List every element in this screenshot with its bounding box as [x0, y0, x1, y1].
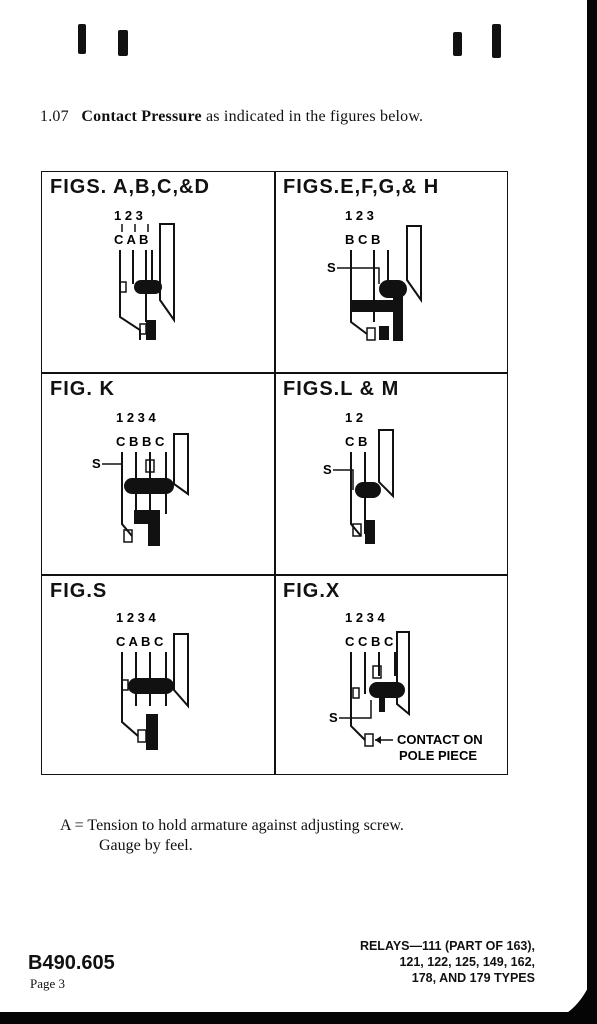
binder-mark — [492, 24, 501, 58]
figure-cell-lm: FIGS.L & M 1 2 C B S — [275, 374, 507, 574]
spring-letters: C C B C — [345, 634, 394, 649]
figure-title: FIGS. A,B,C,&D — [50, 176, 210, 198]
spring-letters: C B B C — [116, 434, 165, 449]
figure-title: FIGS.L & M — [283, 378, 400, 400]
relay-diagram: 1 2 C B S — [323, 410, 394, 544]
binder-mark — [78, 24, 86, 54]
page-number: Page 3 — [30, 976, 66, 991]
spring-letters: C A B — [114, 232, 148, 247]
relay-types-line: 178, AND 179 TYPES — [411, 971, 535, 985]
relay-types: RELAYS—111 (PART OF 163), 121, 122, 125,… — [360, 938, 535, 986]
figure-title: FIG. K — [50, 378, 115, 400]
relay-diagram: 1 2 3 4 C B B C S — [92, 410, 189, 546]
page-edge-right — [587, 0, 597, 1024]
spring-numbers: 1 2 3 4 — [116, 410, 157, 425]
spring-numbers: 1 2 — [345, 410, 363, 425]
relay-types-line: RELAYS—111 (PART OF 163), — [359, 939, 535, 953]
section-intro: 1.07 Contact Pressure as indicated in th… — [40, 108, 423, 126]
screw-label: S — [323, 462, 332, 477]
section-title: Contact Pressure — [81, 108, 202, 125]
page-corner — [537, 964, 597, 1024]
table-divider — [42, 372, 507, 374]
table-divider — [42, 574, 507, 576]
footnote-line: A = Tension to hold armature against adj… — [60, 817, 404, 834]
relay-diagram: 1 2 3 C A B — [114, 208, 175, 340]
screw-label: S — [92, 456, 101, 471]
figure-title: FIG.X — [283, 580, 341, 602]
spring-numbers: 1 2 3 4 — [345, 610, 386, 625]
table-divider — [274, 172, 276, 774]
spring-letters: B C B — [345, 232, 380, 247]
binder-mark — [453, 32, 462, 56]
section-text: as indicated in the figures below. — [206, 108, 424, 125]
figure-cell-efgh: FIGS.E,F,G,& H 1 2 3 B C B S — [275, 172, 507, 372]
figure-title: FIGS.E,F,G,& H — [283, 176, 440, 198]
relay-diagram: 1 2 3 4 C C B C S CONTACT ON POLE PIECE — [329, 610, 483, 763]
relay-types-line: 121, 122, 125, 149, 162, — [399, 955, 535, 969]
spring-numbers: 1 2 3 4 — [116, 610, 157, 625]
figures-table: FIGS. A,B,C,&D 1 2 3 C A B FIGS.E,F,G,& … — [41, 171, 508, 775]
figure-cell-k: FIG. K 1 2 3 4 C B B C S — [42, 374, 274, 574]
footnote: A = Tension to hold armature against adj… — [60, 816, 404, 856]
figure-cell-s: FIG.S 1 2 3 4 C A B C — [42, 576, 274, 774]
spring-letters: C A B C — [116, 634, 164, 649]
callout-line-1: CONTACT ON — [397, 732, 483, 747]
section-number: 1.07 — [40, 108, 69, 125]
footnote-line: Gauge by feel. — [99, 837, 193, 854]
figure-title: FIG.S — [50, 580, 108, 602]
binder-mark — [118, 30, 128, 56]
screw-label: S — [329, 710, 338, 725]
figure-cell-abcd: FIGS. A,B,C,&D 1 2 3 C A B — [42, 172, 274, 372]
spring-letters: C B — [345, 434, 367, 449]
spring-numbers: 1 2 3 — [114, 208, 143, 223]
spring-numbers: 1 2 3 — [345, 208, 374, 223]
figure-cell-x: FIG.X 1 2 3 4 C C B C S CONTACT ON POLE … — [275, 576, 507, 774]
relay-diagram: 1 2 3 4 C A B C — [116, 610, 189, 750]
relay-diagram: 1 2 3 B C B S — [327, 208, 422, 341]
page-edge-bottom — [0, 1012, 597, 1024]
callout-line-2: POLE PIECE — [399, 748, 477, 763]
screw-label: S — [327, 260, 336, 275]
document-number: B490.605 — [28, 952, 115, 974]
